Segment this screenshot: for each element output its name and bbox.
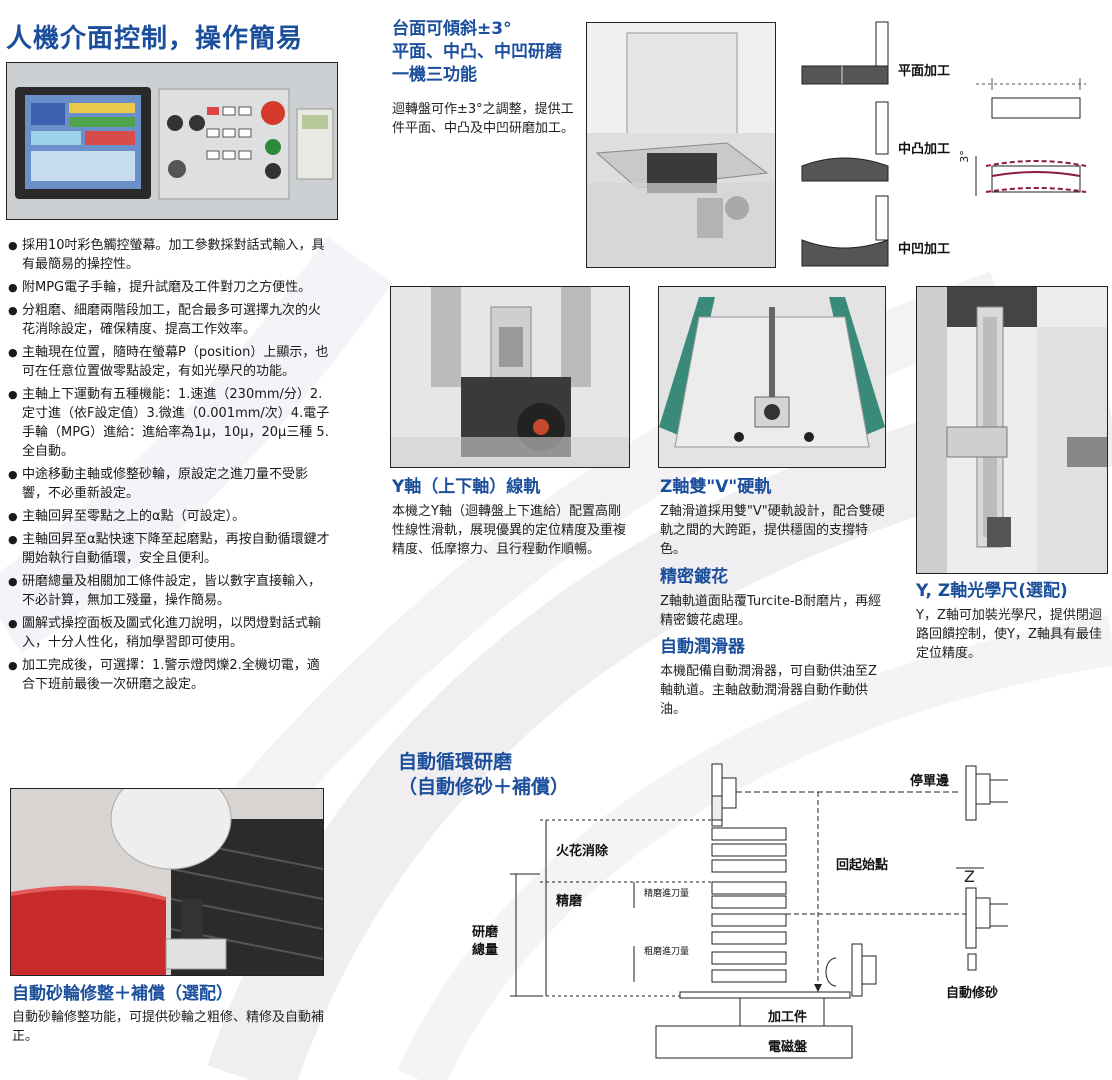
stop-label: 停單邊 bbox=[910, 774, 950, 789]
convex-workpiece-shape bbox=[801, 157, 889, 182]
list-item: 採用10吋彩色觸控螢幕。加工參數採對話式輸入，具有最簡易的操控性。 bbox=[8, 236, 330, 274]
fine-grind-label: 精磨 bbox=[556, 894, 583, 909]
plating-body: Z軸軌道面貼覆Turcite-B耐磨片，再經精密鍍花處理。 bbox=[660, 594, 882, 628]
tilt-diagram bbox=[801, 21, 1087, 267]
list-item: 加工完成後，可選擇：1.警示燈閃爍2.全機切電，適合下班前最後一次研磨之設定。 bbox=[8, 656, 330, 694]
concave-workpiece-shape bbox=[801, 239, 889, 267]
concave-label: 中凹加工 bbox=[898, 242, 951, 257]
list-item: 主軸現在位置，隨時在螢幕P（position）上顯示，也可在任意位置做零點設定，… bbox=[8, 343, 330, 381]
scale-title: Y, Z軸光學尺(選配) bbox=[916, 581, 1068, 601]
list-item: 研磨總量及相關加工條件設定，皆以數字直接輸入，不必計算，無加工殘量，操作簡易。 bbox=[8, 572, 330, 610]
z-axis-photo bbox=[658, 286, 886, 468]
lube-title: 自動潤滑器 bbox=[660, 637, 745, 657]
auto-cycle-diagram: Z bbox=[510, 763, 1008, 1059]
y-axis-body: 本機之Y軸（迴轉盤上下進給）配置高剛性線性滑軌，展現優異的定位精度及重複精度、低… bbox=[392, 504, 627, 557]
list-item: 主軸上下運動有五種機能：1.速進（230mm/分）2.定寸進（依F設定值）3.微… bbox=[8, 385, 330, 461]
linear-scale-photo bbox=[916, 286, 1108, 574]
tilt-title-line: 一機三功能 bbox=[392, 65, 477, 85]
flat-label: 平面加工 bbox=[898, 64, 951, 79]
total-amount-line: 研磨 bbox=[472, 925, 499, 940]
flat-workpiece-shape bbox=[801, 65, 889, 85]
grinding-wheel-icon bbox=[875, 195, 889, 241]
tilt-table-photo bbox=[586, 22, 776, 268]
scale-body: Y，Z軸可加裝光學尺，提供閉迴路回饋控制，使Y，Z軸具有最佳定位精度。 bbox=[916, 608, 1102, 661]
convex-label: 中凸加工 bbox=[898, 142, 951, 157]
lube-body: 本機配備自動潤滑器，可自動供油至Z軸軌道。主軸啟動潤滑器自動作動供油。 bbox=[660, 664, 877, 717]
tilt-title-line: 平面、中凸、中凹研磨 bbox=[392, 42, 562, 62]
cycle-title-line: 自動循環研磨 bbox=[398, 751, 513, 773]
y-axis-title: Y軸（上下軸）線軌 bbox=[392, 477, 541, 497]
cycle-title: 自動循環研磨 （自動修砂＋補償） bbox=[398, 750, 569, 800]
grinding-wheel-icon bbox=[875, 101, 889, 155]
list-item: 圖解式操控面板及圖式化進刀說明，以閃燈對話式輸入，十分人性化，稍加學習即可使用。 bbox=[8, 614, 330, 652]
z-axis-body: Z軸滑道採用雙"V"硬軌設計，配合雙硬軌之間的大跨距，提供穩固的支撐特色。 bbox=[660, 504, 885, 557]
list-item: 主軸回昇至α點快速下降至起磨點，再按自動循環鍵才開始執行自動循環，安全且便利。 bbox=[8, 530, 330, 568]
fine-feed-label: 精磨進刀量 bbox=[644, 889, 690, 899]
list-item: 分粗磨、細磨兩階段加工，配合最多可選擇九次的火花消除設定，確保精度、提高工作效率… bbox=[8, 301, 330, 339]
list-item: 中途移動主軸或修整砂輪，原設定之進刀量不受影響，不必重新設定。 bbox=[8, 465, 330, 503]
spark-out-label: 火花消除 bbox=[556, 844, 609, 859]
wheel-dresser-photo bbox=[10, 788, 324, 976]
dresser-title: 自動砂輪修整＋補償（選配） bbox=[12, 984, 233, 1004]
list-item: 主軸回昇至零點之上的α點（可設定）。 bbox=[8, 507, 330, 526]
total-amount-line: 總量 bbox=[472, 943, 499, 958]
list-item: 附MPG電子手輪，提升試磨及工件對刀之方便性。 bbox=[8, 278, 330, 297]
tilt-angle-label: 3° bbox=[957, 150, 971, 163]
z-axis-title: Z軸雙"V"硬軌 bbox=[660, 477, 772, 497]
magnetic-chuck-label: 電磁盤 bbox=[768, 1040, 808, 1055]
y-axis-photo bbox=[390, 286, 630, 468]
cycle-title-line: （自動修砂＋補償） bbox=[398, 776, 570, 798]
feature-bullet-list: 採用10吋彩色觸控螢幕。加工參數採對話式輸入，具有最簡易的操控性。 附MPG電子… bbox=[8, 236, 330, 698]
return-start-label: 回起始點 bbox=[836, 858, 889, 873]
tilt-title: 台面可傾斜±3° 平面、中凸、中凹研磨 一機三功能 bbox=[392, 18, 562, 87]
rough-feed-label: 粗磨進刀量 bbox=[644, 947, 690, 957]
page-title: 人機介面控制，操作簡易 bbox=[6, 24, 304, 54]
plating-title: 精密鍍花 bbox=[660, 567, 728, 587]
dresser-body: 自動砂輪修整功能，可提供砂輪之粗修、精修及自動補正。 bbox=[12, 1010, 325, 1044]
tilt-title-line: 台面可傾斜±3° bbox=[392, 19, 512, 39]
control-panel-photo bbox=[6, 62, 338, 220]
auto-dress-label: 自動修砂 bbox=[946, 986, 999, 1001]
svg-text:Z: Z bbox=[964, 867, 975, 886]
workpiece-label: 加工件 bbox=[768, 1010, 808, 1025]
total-amount-label: 研磨 總量 bbox=[472, 924, 498, 960]
grinding-wheel-icon bbox=[875, 21, 889, 67]
tilt-body: 迴轉盤可作±3°之調整，提供工件平面、中凸及中凹研磨加工。 bbox=[392, 102, 575, 136]
